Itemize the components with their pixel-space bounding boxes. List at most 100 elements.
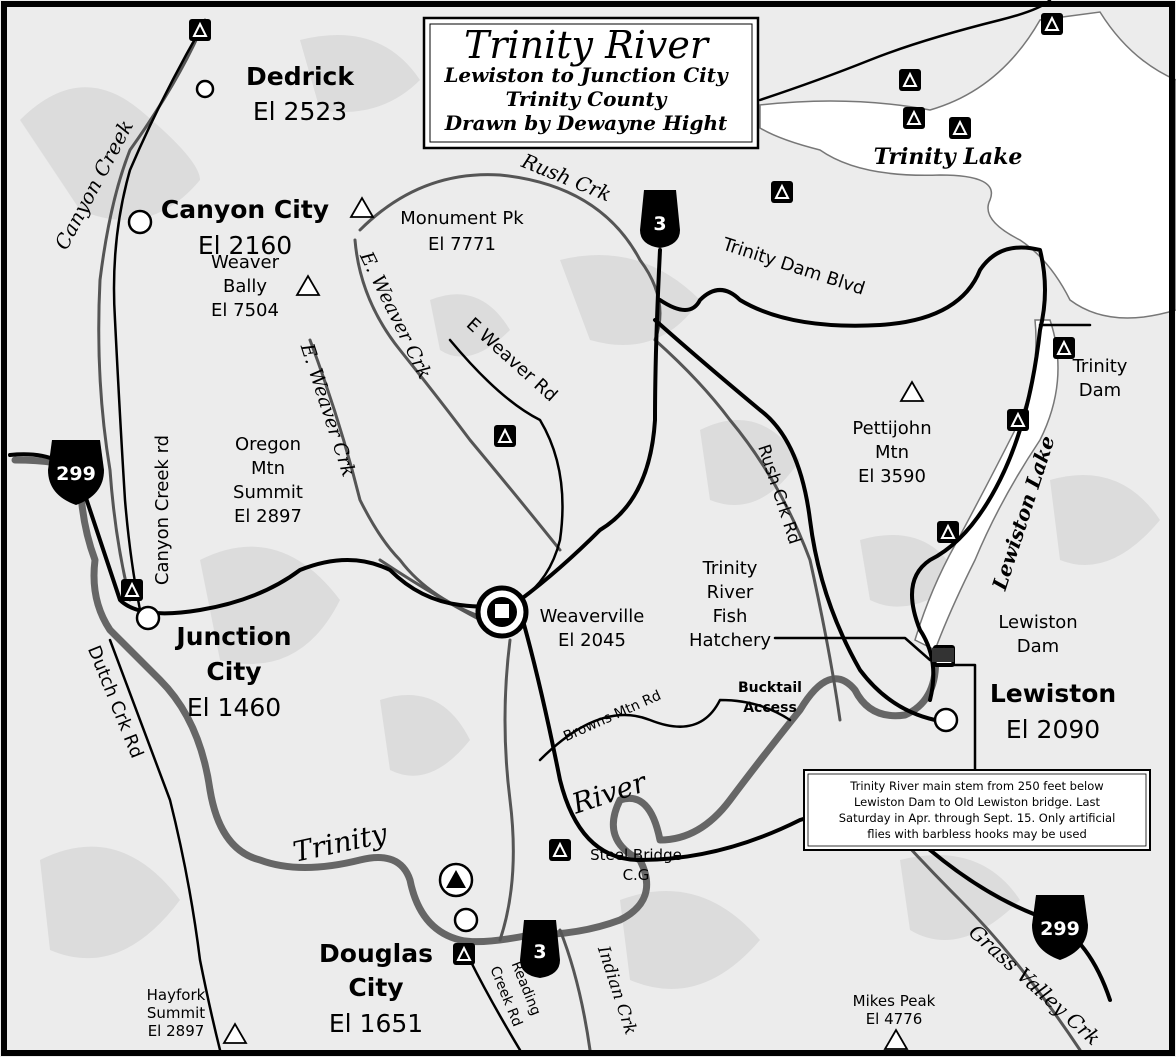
town-circle-icon (933, 707, 959, 733)
dedrick-name: Dedrick (246, 62, 355, 91)
dutch-crk-rd-path (108, 638, 222, 1052)
town-circle-icon (127, 209, 153, 235)
canyon-creek-rd-path (112, 28, 202, 612)
lewiston-name: Lewiston (990, 679, 1116, 708)
peak-labels: Monument Pk El 7771 Weaver Bally El 7504… (147, 208, 936, 1040)
douglas-city-peak-icon (438, 862, 474, 898)
hwy-299-east-shield: 299 (1032, 895, 1088, 960)
campground-icon (548, 838, 572, 862)
hwy-299-path (8, 248, 662, 616)
hatchery-label-2: River (707, 582, 754, 603)
shield-number: 3 (653, 213, 666, 235)
browns-mtn-rd-path (538, 698, 792, 762)
trinity-dam-label-2: Dam (1079, 380, 1121, 401)
regulation-note: Trinity River main stem from 250 feet be… (803, 769, 1151, 851)
map-subtitle-3: Drawn by Dewayne Hight (444, 111, 728, 135)
town-circle-icon (453, 907, 479, 933)
town-circle-icon (135, 605, 161, 631)
regulation-line-4: flies with barbless hooks may be used (867, 827, 1087, 841)
lewiston-dam-label-2: Dam (1017, 636, 1059, 657)
e-weaver-crk-path (353, 238, 562, 552)
hwy-299-west-shield: 299 (48, 440, 104, 505)
campground-icon (188, 18, 212, 42)
hayfork-name-1: Hayfork (147, 986, 206, 1004)
rush-crk-rd-path (653, 318, 937, 722)
bucktail-label-2: Access (743, 700, 797, 716)
shield-number: 3 (533, 941, 546, 963)
steel-bridge-label-2: C.G (623, 866, 650, 884)
reading-creek-rd-path (468, 958, 522, 1052)
title-box: Trinity River Lewiston to Junction City … (422, 16, 760, 150)
trinity-lake-shape (759, 11, 1176, 319)
oregon-mtn-name-1: Oregon (235, 434, 301, 455)
map-subtitle-1: Lewiston to Junction City (443, 63, 729, 87)
mikes-peak-name: Mikes Peak (853, 992, 936, 1010)
town-circle-icon (195, 79, 215, 99)
oregon-mtn-name-3: Summit (233, 482, 303, 503)
map-subtitle-2: Trinity County (506, 87, 668, 111)
feature-labels: Trinity Dam Lewiston Dam Trinity River F… (590, 356, 1128, 884)
oregon-mtn-name-2: Mtn (251, 458, 285, 479)
pettijohn-name-2: Mtn (875, 442, 909, 463)
weaverville-elev: El 2045 (558, 630, 626, 651)
lewiston-elev: El 2090 (1006, 715, 1100, 744)
mikes-peak-elev: El 4776 (866, 1010, 923, 1028)
dedrick-elev: El 2523 (253, 97, 347, 126)
douglas-city-name-2: City (348, 973, 403, 1002)
lewiston-dam-marker (932, 648, 954, 662)
monument-pk-elev: El 7771 (428, 234, 496, 255)
regulation-line-2: Lewiston Dam to Old Lewiston bridge. Las… (854, 795, 1101, 809)
county-seat-icon (475, 585, 529, 639)
trinity-lake-label: Trinity Lake (874, 144, 1023, 170)
trinity-dam-label-1: Trinity (1072, 356, 1128, 377)
indian-crk-path (558, 928, 592, 1052)
campground-icon (493, 424, 517, 448)
canyon-city-elev: El 2160 (198, 231, 292, 260)
hatchery-label-1: Trinity (702, 558, 758, 579)
campground-icon (902, 106, 926, 130)
trinity-river-path (11, 456, 940, 946)
campground-icon (770, 180, 794, 204)
campground-icon (948, 116, 972, 140)
hayfork-name-2: Summit (147, 1004, 205, 1022)
e-weaver-rd-path (448, 338, 564, 602)
campground-icon (452, 942, 476, 966)
weaver-bally-name-1: Weaver (211, 252, 280, 273)
canyon-city-name: Canyon City (161, 195, 329, 224)
regulation-pointer-line (943, 663, 977, 772)
campground-icon (1006, 408, 1030, 432)
monument-pk-name: Monument Pk (400, 208, 524, 229)
weaver-bally-name-2: Bally (223, 276, 267, 297)
junction-city-elev: El 1460 (187, 693, 281, 722)
canyon-creek-rd-label: Canyon Creek rd (152, 435, 173, 585)
weaver-bally-elev: El 7504 (211, 300, 279, 321)
douglas-city-elev: El 1651 (329, 1009, 423, 1038)
hayfork-elev: El 2897 (148, 1022, 205, 1040)
lewiston-dam-label-1: Lewiston (998, 612, 1077, 633)
map-title: Trinity River (464, 23, 711, 67)
town-markers (127, 79, 959, 933)
bucktail-label-1: Bucktail (738, 680, 802, 696)
hwy-3-south-shield: 3 (520, 920, 560, 978)
hwy-3-north-shield: 3 (640, 190, 680, 248)
junction-city-name-1: Junction (174, 622, 291, 651)
pettijohn-name-1: Pettijohn (852, 418, 931, 439)
weaverville-name: Weaverville (540, 606, 645, 627)
shield-number: 299 (1040, 918, 1080, 940)
hatchery-pointer-line (773, 636, 932, 662)
campground-icon (1040, 12, 1064, 36)
junction-city-name-2: City (206, 657, 261, 686)
oregon-mtn-elev: El 2897 (234, 506, 302, 527)
regulation-line-1: Trinity River main stem from 250 feet be… (849, 779, 1103, 793)
campground-icon (898, 68, 922, 92)
douglas-city-name-1: Douglas (319, 939, 433, 968)
pettijohn-elev: El 3590 (858, 466, 926, 487)
town-labels: Dedrick El 2523 Canyon City El 2160 Junc… (161, 62, 1116, 1038)
shield-number: 299 (56, 463, 96, 485)
northeast-road-path (758, 0, 1052, 102)
campground-icon (936, 520, 960, 544)
steel-bridge-label-1: Steel Bridge (590, 846, 682, 864)
